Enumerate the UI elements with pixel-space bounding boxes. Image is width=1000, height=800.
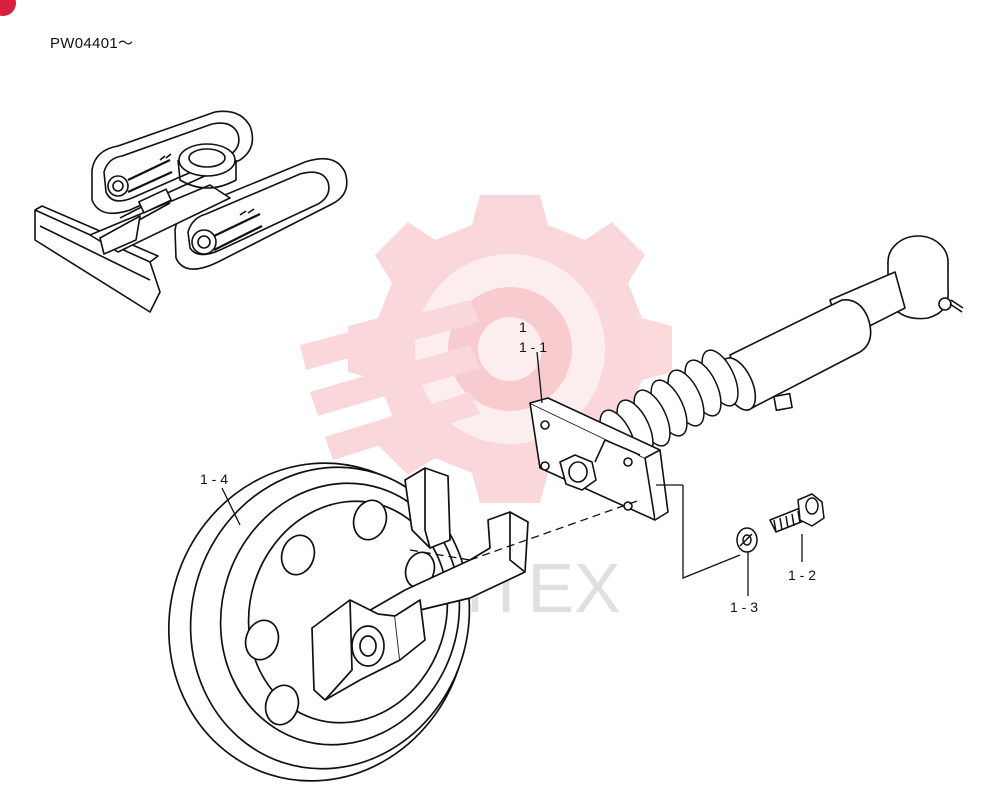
lock-washer-part bbox=[736, 527, 758, 553]
callout-assy: 1 bbox=[519, 319, 527, 335]
idler-wheel-part bbox=[167, 462, 471, 782]
idler-yoke-bracket bbox=[311, 467, 529, 701]
bolt-part bbox=[769, 493, 825, 533]
machine-undercarriage-inset bbox=[34, 110, 348, 313]
callout-1-3: 1 - 3 bbox=[730, 599, 758, 615]
leader-lines bbox=[221, 351, 803, 596]
recoil-spring-assembly bbox=[529, 235, 964, 521]
callout-1-4: 1 - 4 bbox=[200, 471, 228, 487]
callout-1-1: 1 - 1 bbox=[519, 339, 547, 355]
corner-badge-icon bbox=[0, 0, 16, 16]
watermark-gear-icon bbox=[300, 195, 672, 503]
callout-1-2: 1 - 2 bbox=[788, 567, 816, 583]
model-code: PW04401～ bbox=[50, 35, 134, 52]
